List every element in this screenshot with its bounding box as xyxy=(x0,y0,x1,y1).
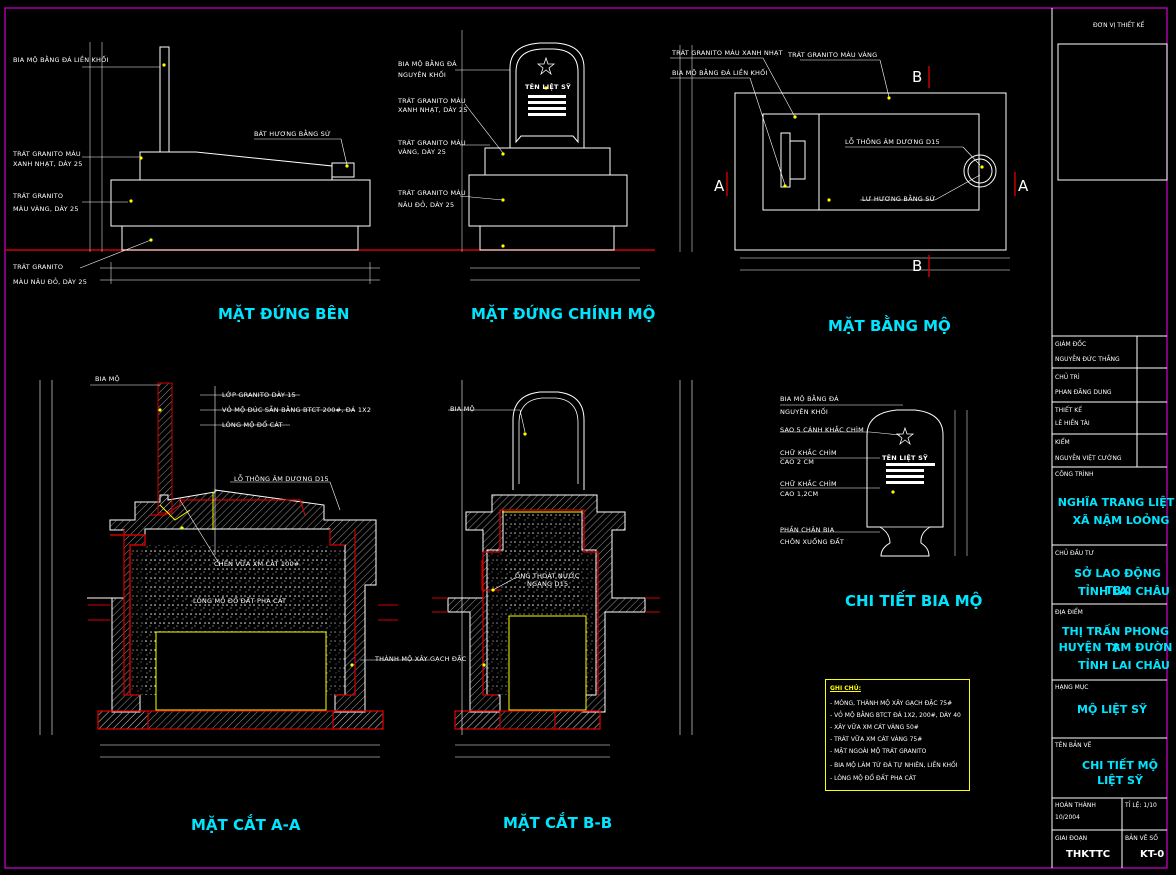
tb-dd-1: THỊ TRẤN PHONG T xyxy=(1061,625,1169,655)
front-ten-liet-sy: TÊN LIỆT SỸ xyxy=(525,83,571,91)
bb-label-bia: BIA MỘ xyxy=(450,405,475,413)
detail-label-chu2-2: CAO 1,2CM xyxy=(780,490,819,498)
front-label-nau-2: NÂU ĐỎ, DÀY 25 xyxy=(398,201,455,209)
tb-thiet-ke-name: LÊ HIỀN TÀI xyxy=(1055,420,1090,427)
title-detail: CHI TIẾT BIA MỘ xyxy=(845,592,983,610)
tb-ten-ban-ve: TÊN BẢN VẼ xyxy=(1055,742,1092,749)
tb-hang-muc: HẠNG MỤC xyxy=(1055,684,1089,691)
bb-label-ong-2: NGANG D15 xyxy=(527,580,569,588)
detail-label-phan-1: PHẦN CHÂN BIA xyxy=(780,526,835,534)
tb-giai-doan-val: THKTTC xyxy=(1066,849,1111,860)
bb-label-ong-1: ỐNG THOÁT NƯỚC xyxy=(515,572,580,580)
notes-item: - VỎ MỘ BẰNG BTCT ĐÁ 1X2, 200#, DÀY 40 xyxy=(830,712,961,719)
notes-item: - LÒNG MỘ ĐỔ ĐẤT PHA CÁT xyxy=(830,775,917,782)
notes-title: GHI CHÚ: xyxy=(830,685,861,692)
tb-kiem: KIỂM xyxy=(1055,439,1070,446)
tb-hm-1: MỘ LIỆT SỸ xyxy=(1077,703,1147,716)
tb-cong-trinh-2: XÃ NẬM LOỎNG xyxy=(1072,514,1170,527)
tb-hoan-thanh: HOÀN THÀNH xyxy=(1055,802,1096,809)
aa-label-bia: BIA MỘ xyxy=(95,375,120,383)
side-label-vang-2: MÀU VÀNG, DÀY 25 xyxy=(13,205,79,213)
tb-giai-doan: GIAI ĐOẠN xyxy=(1055,835,1088,842)
plan-label-lu-huong: LƯ HƯƠNG BẰNG SỨ xyxy=(862,195,936,203)
side-label-xanh-1: TRÁT GRANITO MÀU xyxy=(13,150,81,158)
side-label-vang-1: TRÁT GRANITO xyxy=(13,192,64,200)
plan-label-bia: BIA MỘ BẰNG ĐÁ LIỀN KHỐI xyxy=(672,69,768,77)
tb-tbv-1: CHI TIẾT MỘ xyxy=(1082,759,1158,772)
detail-label-chu2-1: CHỮ KHẮC CHÌM xyxy=(780,480,837,488)
notes-item: - MẶT NGOÀI MỘ TRÁT GRANITO xyxy=(830,748,927,755)
front-label-vang-2: VÀNG, DÀY 25 xyxy=(398,148,447,156)
tb-kiem-name: NGUYỄN VIỆT CƯỜNG xyxy=(1055,455,1122,462)
side-label-nau-2: MÀU NÂU ĐỎ, DÀY 25 xyxy=(13,278,88,286)
title-section-aa: MẶT CẮT A-A xyxy=(191,816,301,834)
plan-label-xanh: TRÁT GRANITO MÀU XANH NHẠT xyxy=(672,49,783,57)
tb-giam-doc-name: NGUYỄN ĐỨC THẮNG xyxy=(1055,356,1120,363)
front-label-xanh-2: XANH NHẠT, DÀY 25 xyxy=(398,106,468,114)
tb-cdt-2: TỈNH LAI CHÂU xyxy=(1078,585,1170,598)
aa-label-thanh: THÀNH MỘ XÂY GẠCH ĐẶC xyxy=(375,655,467,663)
title-side-elevation: MẶT ĐỨNG BÊN xyxy=(218,305,350,323)
side-label-bia-mo: BIA MỘ BẰNG ĐÁ LIỀN KHỐI xyxy=(13,56,109,64)
plan-section-a-right: A xyxy=(1018,177,1029,195)
side-label-bat-huong: BÁT HƯƠNG BẰNG SỨ xyxy=(254,130,331,138)
tb-chu-tri-name: PHAN ĐĂNG DUNG xyxy=(1055,389,1112,396)
detail-label-phan-2: CHÔN XUỐNG ĐẤT xyxy=(780,538,845,546)
detail-label-bia-1: BIA MỘ BẰNG ĐÁ xyxy=(780,395,839,403)
tb-giam-doc: GIÁM ĐỐC xyxy=(1055,341,1087,348)
tb-dd-2: HUYỆN TAM ĐƯỜN xyxy=(1058,641,1173,654)
tb-ti-le: TỈ LỆ: 1/10 xyxy=(1125,802,1157,809)
notes-item: - TRÁT VỮA XM CÁT VÀNG 75# xyxy=(830,736,923,743)
title-section-bb: MẶT CẮT B-B xyxy=(503,814,613,832)
aa-label-long-mo: LÒNG MỘ ĐỔ CÁT xyxy=(222,421,283,429)
plan-section-b-bottom: B xyxy=(912,257,923,275)
side-label-xanh-2: XANH NHẠT, DÀY 25 xyxy=(13,160,83,168)
detail-label-chu1-1: CHỮ KHẮC CHÌM xyxy=(780,449,837,457)
tb-cong-trinh: CÔNG TRÌNH xyxy=(1055,471,1094,478)
notes-item: - MÓNG, THÀNH MỘ XÂY GẠCH ĐẶC 75# xyxy=(830,700,953,707)
detail-label-chu1-2: CAO 2 CM xyxy=(780,458,815,466)
tb-cong-trinh-1: NGHĨA TRANG LIỆT xyxy=(1057,496,1175,509)
notes-item: - XÂY VỮA XM CÁT VÀNG 50# xyxy=(830,724,919,731)
plan-section-b-top: B xyxy=(912,68,923,86)
tb-tbv-2: LIỆT SỸ xyxy=(1097,774,1143,787)
front-label-bia-1: BIA MỘ BẰNG ĐÁ xyxy=(398,60,457,68)
detail-ten-liet-sy: TÊN LIỆT SỸ xyxy=(882,454,928,462)
tb-dd-3: TỈNH LAI CHÂU xyxy=(1078,659,1170,672)
title-plan: MẶT BẰNG MỘ xyxy=(828,317,951,335)
tb-don-vi: ĐƠN VỊ THIẾT KẾ xyxy=(1093,22,1145,29)
aa-label-lo-thong: LỖ THÔNG ÂM DƯƠNG D15 xyxy=(234,475,329,483)
tb-ban-ve-so-val: KT-0 xyxy=(1140,849,1165,860)
aa-label-vo-mo: VỎ MỘ ĐÚC SẴN BẰNG BTCT 200#, ĐÁ 1X2 xyxy=(222,406,372,414)
aa-label-long-mo-do: LÒNG MỘ ĐỔ ĐẤT PHA CÁT xyxy=(193,597,287,605)
tb-hoan-thanh-val: 10/2004 xyxy=(1055,814,1080,821)
notes-box: GHI CHÚ: - MÓNG, THÀNH MỘ XÂY GẠCH ĐẶC 7… xyxy=(825,679,970,791)
title-front-elevation: MẶT ĐỨNG CHÍNH MỘ xyxy=(471,305,656,323)
tb-thiet-ke: THIẾT KẾ xyxy=(1055,407,1083,414)
plan-label-lo-thong: LỖ THÔNG ÂM DƯƠNG D15 xyxy=(845,138,940,146)
tb-dia-diem: ĐỊA ĐIỂM xyxy=(1055,609,1083,616)
front-label-vang-1: TRÁT GRANITO MÀU xyxy=(398,139,466,147)
tb-chu-dau-tu: CHỦ ĐẦU TƯ xyxy=(1055,550,1094,557)
aa-label-lop: LỚP GRANITO DÀY 15 xyxy=(222,391,296,399)
detail-label-sao: SAO 5 CÁNH KHẮC CHÌM xyxy=(780,426,864,434)
side-label-nau-1: TRÁT GRANITO xyxy=(13,263,64,271)
plan-label-vang: TRÁT GRANITO MÀU VÀNG xyxy=(788,51,878,59)
front-label-xanh-1: TRÁT GRANITO MÀU xyxy=(398,97,466,105)
plan-section-a-left: A xyxy=(714,177,725,195)
front-label-nau-1: TRÁT GRANITO MÀU xyxy=(398,189,466,197)
tb-cdt-1: SỞ LAO ĐỘNG TBX xyxy=(1074,567,1161,597)
aa-label-chen: CHÈN VỮA XM CÁT 100# xyxy=(214,560,300,568)
detail-label-bia-2: NGUYÊN KHỐI xyxy=(780,408,829,416)
front-label-bia-2: NGUYÊN KHỐI xyxy=(398,71,447,79)
notes-item: - BIA MỘ LÀM TỪ ĐÁ TỰ NHIÊN, LIỀN KHỐI xyxy=(830,762,958,769)
tb-chu-tri: CHỦ TRÌ xyxy=(1055,374,1080,381)
tb-ban-ve-so: BẢN VẼ SỐ xyxy=(1125,835,1158,842)
